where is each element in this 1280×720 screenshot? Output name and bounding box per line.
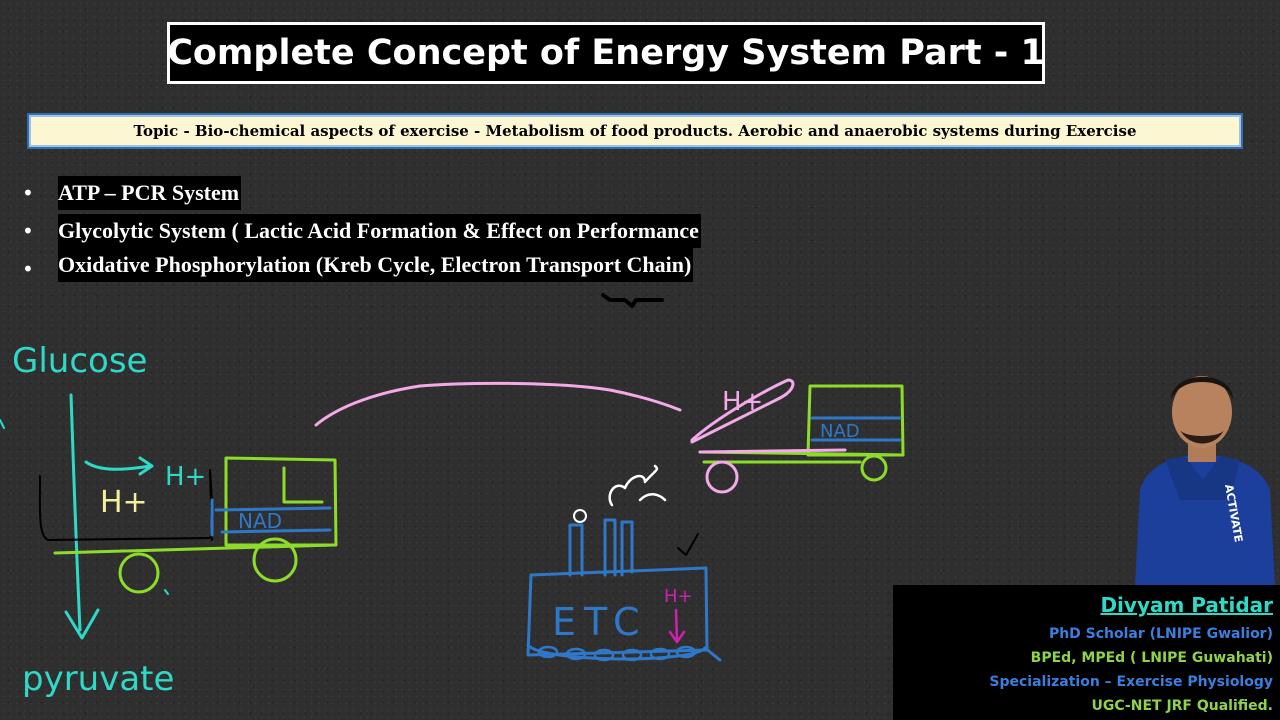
presenter-info: Divyam Patidar PhD Scholar (LNIPE Gwalio… — [893, 585, 1280, 720]
nad-truck-2 — [690, 378, 905, 494]
presenter-credential: UGC-NET JRF Qualified. — [1091, 698, 1273, 714]
bullet-text: Oxidative Phosphorylation (Kreb Cycle, E… — [58, 248, 694, 282]
nad-truck-1 — [38, 456, 338, 595]
etc-label: ETC — [552, 600, 648, 644]
stray-mark — [0, 419, 5, 429]
slide-title: Complete Concept of Energy System Part -… — [167, 22, 1045, 84]
presenter-name: Divyam Patidar — [1100, 593, 1273, 617]
bullet-dot-icon: • — [22, 219, 34, 243]
presenter-credential: BPEd, MPEd ( LNIPE Guwahati) — [1030, 650, 1273, 666]
h-plus-etc-label: H+ — [664, 586, 693, 607]
bullet-text: ATP – PCR System — [58, 176, 242, 210]
bullet-text: Glycolytic System ( Lactic Acid Formatio… — [58, 214, 701, 248]
presenter-photo: ACTIVATE — [1125, 360, 1280, 585]
nad-label-1: NAD — [238, 509, 282, 533]
bullet-dot-icon: • — [22, 181, 34, 205]
glycolysis-arrow — [69, 393, 82, 632]
etc-factory — [526, 464, 722, 662]
nad-label-2: NAD — [820, 421, 860, 442]
glucose-label: Glucose — [12, 341, 147, 381]
presenter-credential: PhD Scholar (LNIPE Gwalior) — [1048, 626, 1273, 642]
transfer-arc — [314, 381, 682, 427]
topic-banner: Topic - Bio-chemical aspects of exercise… — [27, 113, 1243, 149]
h-plus-ramp-label: H+ — [722, 387, 763, 417]
cursor-mark — [601, 293, 664, 308]
pyruvate-label: pyruvate — [22, 659, 174, 699]
bullet-dot-icon: • — [22, 257, 34, 281]
arrow-head-icon — [64, 608, 100, 640]
h-plus-label: H+ — [100, 485, 148, 520]
h-plus-truck-label: H+ — [165, 462, 206, 492]
presenter-credential: Specialization – Exercise Physiology — [989, 674, 1273, 690]
